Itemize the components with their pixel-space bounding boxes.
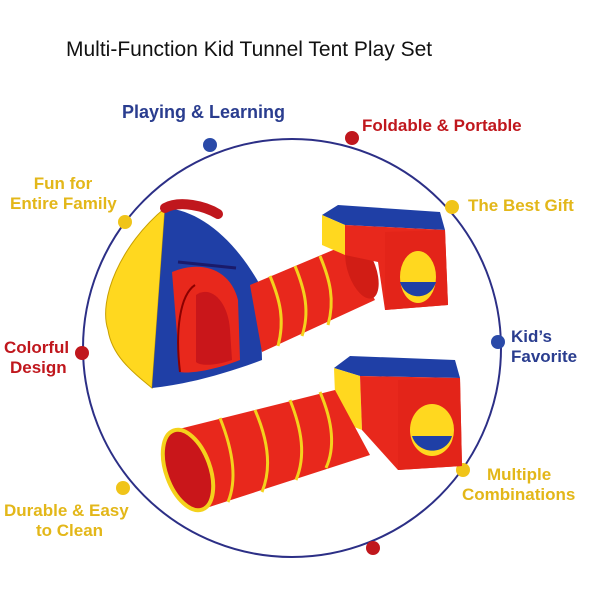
feature-fun-family-line2: Entire Family — [10, 194, 117, 213]
dot-yellow-left — [118, 215, 132, 229]
dot-red-bottom — [366, 541, 380, 555]
feature-playing-learning: Playing & Learning — [122, 102, 286, 122]
dot-yellow-bottom-right — [456, 463, 470, 477]
dot-yellow-bottom-left — [116, 481, 130, 495]
page-title: Multi-Function Kid Tunnel Tent Play Set — [66, 38, 433, 61]
feature-multiple-line2: Combinations — [462, 485, 576, 504]
feature-fun-family-line1: Fun for — [33, 174, 93, 193]
feature-best-gift: The Best Gift — [468, 196, 574, 215]
upper-cube-tent — [322, 205, 448, 310]
dot-blue-right — [491, 335, 505, 349]
feature-durable-line1: Durable & Easy — [4, 501, 129, 520]
feature-kids-favorite-line1: Kid’s — [511, 327, 552, 346]
pyramid-tent — [105, 199, 262, 389]
feature-colorful-line2: Design — [10, 358, 67, 377]
dot-blue-top — [203, 138, 217, 152]
dot-red-left — [75, 346, 89, 360]
dot-yellow-right — [445, 200, 459, 214]
feature-colorful-line1: Colorful — [4, 338, 70, 357]
feature-durable-line2: to Clean — [36, 521, 104, 540]
lower-cube-tent — [334, 356, 462, 470]
lower-tunnel — [160, 390, 370, 513]
dot-red-top — [345, 131, 359, 145]
feature-multiple-line1: Multiple — [487, 465, 552, 484]
feature-kids-favorite-line2: Favorite — [511, 347, 578, 366]
feature-foldable-portable: Foldable & Portable — [362, 116, 522, 135]
